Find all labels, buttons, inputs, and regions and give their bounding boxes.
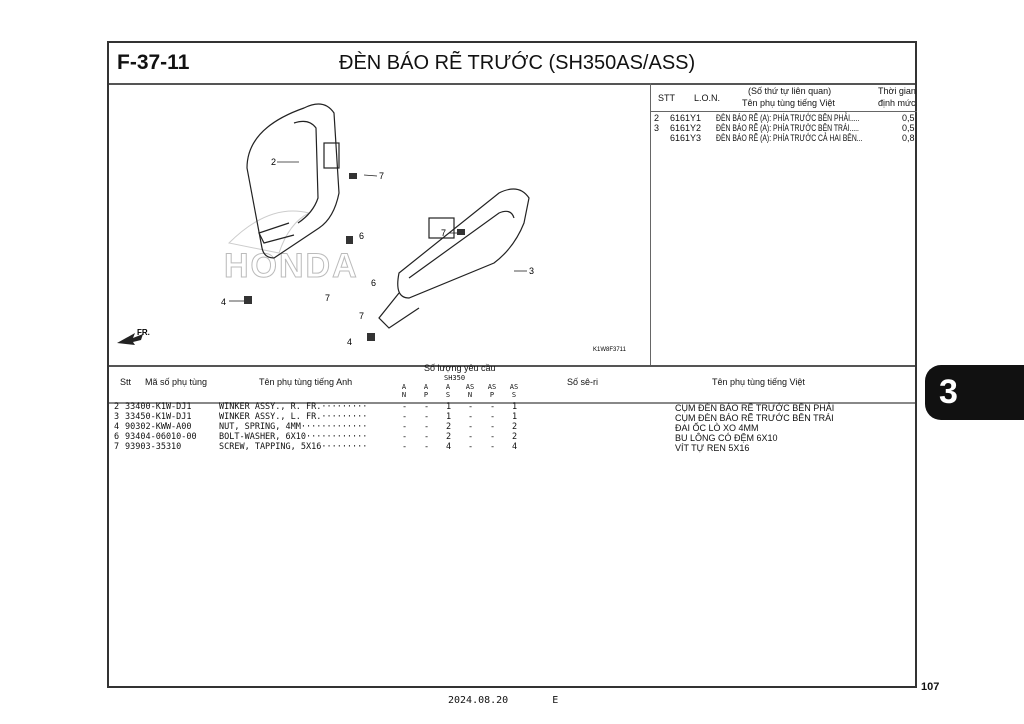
callout-7: 7 [379, 171, 384, 181]
col-related: (Số thứ tự liên quan) [748, 86, 832, 96]
parts-table-header: Stt Mã số phụ tùng Tên phụ tùng tiếng An… [109, 363, 915, 404]
front-label: FR. [137, 328, 150, 337]
callouts: 2 7 6 7 4 7 3 6 7 4 [221, 157, 534, 347]
col-serial: Số sê-ri [567, 377, 599, 387]
callout-3: 3 [529, 266, 534, 276]
exploded-diagram: HONDA 2 7 6 7 4 7 3 6 [109, 83, 651, 365]
col-name-vn: Tên phụ tùng tiếng Việt [742, 98, 835, 108]
col-time: Thời gian [878, 86, 916, 96]
col-stt: STT [658, 93, 675, 103]
footer: 2024.08.20 E [448, 695, 558, 706]
col-part-number: Mã số phụ tùng [145, 377, 208, 387]
section-tab[interactable]: 3 [925, 365, 1024, 420]
front-arrow-icon [117, 333, 143, 345]
callout-7: 7 [325, 293, 330, 303]
nut-icon [367, 333, 375, 341]
callout-2: 2 [271, 157, 276, 167]
part-name-vn: BU LÔNG CÓ ĐỆM 6X10 [675, 433, 778, 443]
part-name-vn: CỤM ĐÈN BÁO RẼ TRƯỚC BÊN TRÁI [675, 413, 834, 423]
col-name-vn: Tên phụ tùng tiếng Việt [712, 377, 805, 387]
callout-7: 7 [441, 228, 446, 238]
bolt-icon [346, 236, 353, 244]
callout-6: 6 [371, 278, 376, 288]
screw-icon [457, 229, 465, 235]
catalog-page: F-37-11 ĐÈN BÁO RẼ TRƯỚC (SH350AS/ASS) H… [107, 41, 917, 688]
col-lon: L.O.N. [694, 93, 721, 103]
model-label: SH350 [444, 374, 466, 382]
diagram-ref-code: K1W8F3711 [593, 347, 627, 353]
callout-7: 7 [359, 311, 364, 321]
page-title: ĐÈN BÁO RẼ TRƯỚC (SH350AS/ASS) [339, 52, 696, 74]
print-date: 2024.08.20 [448, 695, 509, 706]
honda-watermark: HONDA [224, 247, 359, 285]
parts-illustration: HONDA 2 7 6 7 4 7 3 6 [117, 103, 627, 353]
col-stt: Stt [120, 377, 132, 387]
page-header: F-37-11 ĐÈN BÁO RẼ TRƯỚC (SH350AS/ASS) [109, 43, 915, 85]
callout-4: 4 [347, 337, 352, 347]
screw-icon [349, 173, 357, 179]
winker-right [246, 103, 340, 259]
labor-operation-table: STT L.O.N. (Số thứ tự liên quan) Tên phụ… [650, 83, 917, 365]
part-name-vn: VÍT TỰ REN 5X16 [675, 443, 750, 453]
col-quantity: Số lượng yêu cầu [424, 363, 496, 373]
page-number: 107 [921, 681, 940, 693]
winker-left [378, 188, 530, 329]
part-name-vn: CỤM ĐÈN BÁO RẼ TRƯỚC BÊN PHẢI [675, 403, 835, 413]
col-time-2: định mức [878, 98, 916, 108]
callout-6: 6 [359, 231, 364, 241]
edition: E [552, 695, 559, 706]
nut-icon [244, 296, 252, 304]
col-name-en: Tên phụ tùng tiếng Anh [259, 377, 353, 387]
callout-4: 4 [221, 297, 226, 307]
part-name-vn: ĐAI ỐC LÒ XO 4MM [675, 423, 759, 433]
section-code: F-37-11 [117, 51, 190, 74]
